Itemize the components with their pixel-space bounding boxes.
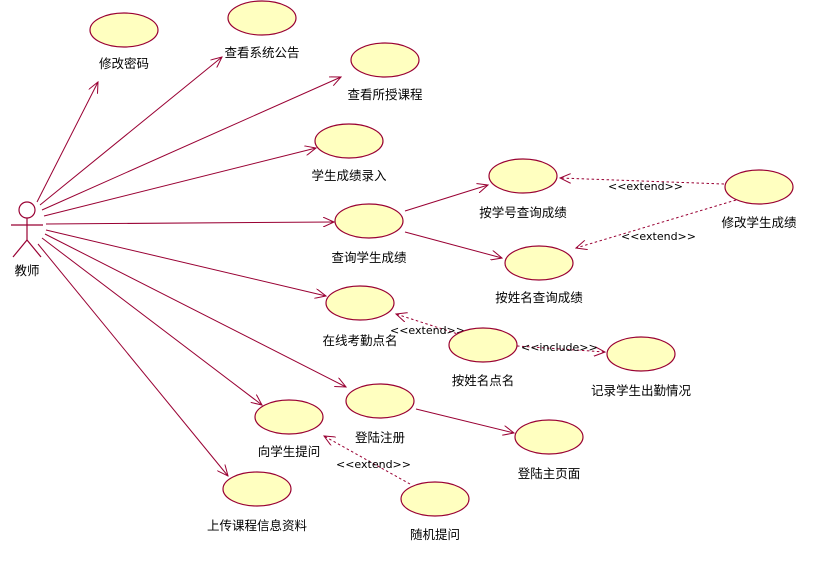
dep-random-extends-ask bbox=[324, 436, 411, 485]
internal-associations bbox=[404, 185, 514, 433]
assoc-ask-students bbox=[41, 237, 262, 405]
use-case-query-by-name[interactable]: 按姓名查询成绩 bbox=[495, 245, 583, 305]
use-case-label: 登陆主页面 bbox=[518, 466, 581, 481]
use-case-label: 在线考勤点名 bbox=[322, 333, 397, 348]
stereotype-extend: <<extend>> bbox=[621, 230, 696, 243]
use-case-ask-students[interactable]: 向学生提问 bbox=[254, 399, 324, 459]
use-case-label: 查询学生成绩 bbox=[331, 250, 407, 265]
use-case-label: 修改学生成绩 bbox=[721, 215, 797, 230]
assoc-query-grades bbox=[45, 222, 334, 224]
dep-rollcall-extends-attendance bbox=[396, 314, 462, 336]
use-case-label: 按姓名点名 bbox=[452, 373, 515, 388]
assoc-query-to-by-name bbox=[404, 231, 502, 258]
use-case-label: 按姓名查询成绩 bbox=[495, 290, 583, 305]
use-case-label: 随机提问 bbox=[410, 527, 460, 542]
assoc-upload-materials bbox=[37, 243, 228, 476]
stereotype-extend: <<extend>> bbox=[608, 180, 683, 193]
dependencies bbox=[324, 178, 737, 485]
use-case-enter-grades[interactable]: 学生成绩录入 bbox=[311, 123, 387, 183]
assoc-view-courses bbox=[41, 77, 341, 211]
use-case-upload-materials[interactable]: 上传课程信息资料 bbox=[207, 471, 308, 533]
stick-figure-actor-icon bbox=[11, 201, 43, 258]
use-case-roll-call-by-name[interactable]: 按姓名点名 bbox=[448, 327, 518, 388]
use-case-online-attendance[interactable]: 在线考勤点名 bbox=[322, 285, 398, 348]
use-case-label: 登陆注册 bbox=[355, 430, 405, 445]
use-case-random-question[interactable]: 随机提问 bbox=[400, 481, 470, 542]
use-case-login-register[interactable]: 登陆注册 bbox=[345, 383, 415, 445]
assoc-login-to-main bbox=[415, 408, 514, 433]
stereotype-labels: <<extend>> <<extend>> <<extend>> <<inclu… bbox=[336, 180, 696, 471]
use-case-view-announcements[interactable]: 查看系统公告 bbox=[224, 0, 300, 60]
use-case-main-page[interactable]: 登陆主页面 bbox=[514, 419, 584, 481]
actor-teacher[interactable]: 教师 bbox=[11, 201, 43, 278]
use-case-label: 按学号查询成绩 bbox=[479, 205, 567, 220]
use-case-record-attendance[interactable]: 记录学生出勤情况 bbox=[591, 336, 692, 398]
use-case-change-password[interactable]: 修改密码 bbox=[89, 12, 159, 71]
use-case-label: 上传课程信息资料 bbox=[207, 518, 308, 533]
actor-label: 教师 bbox=[14, 263, 39, 278]
use-case-label: 查看系统公告 bbox=[224, 45, 299, 60]
assoc-enter-grades bbox=[43, 148, 316, 217]
stereotype-include: <<include>> bbox=[521, 341, 598, 354]
stereotype-extend: <<extend>> bbox=[336, 458, 411, 471]
use-case-modify-grades[interactable]: 修改学生成绩 bbox=[721, 169, 797, 230]
use-case-query-by-id[interactable]: 按学号查询成绩 bbox=[479, 158, 567, 220]
use-case-view-courses[interactable]: 查看所授课程 bbox=[347, 42, 423, 102]
stereotype-extend: <<extend>> bbox=[390, 324, 465, 337]
assoc-change-password bbox=[36, 82, 98, 203]
assoc-view-announcements bbox=[39, 57, 222, 206]
associations bbox=[36, 57, 346, 476]
use-case-label: 修改密码 bbox=[99, 56, 149, 71]
use-case-label: 学生成绩录入 bbox=[311, 168, 387, 183]
assoc-query-to-by-id bbox=[404, 185, 488, 212]
assoc-online-attendance bbox=[45, 229, 326, 296]
use-case-label: 记录学生出勤情况 bbox=[591, 383, 692, 398]
use-case-label: 查看所授课程 bbox=[347, 87, 423, 102]
use-case-query-grades[interactable]: 查询学生成绩 bbox=[331, 203, 407, 265]
use-case-label: 向学生提问 bbox=[258, 444, 321, 459]
assoc-login-register bbox=[44, 233, 346, 387]
dep-modify-extends-by-id bbox=[560, 178, 725, 185]
